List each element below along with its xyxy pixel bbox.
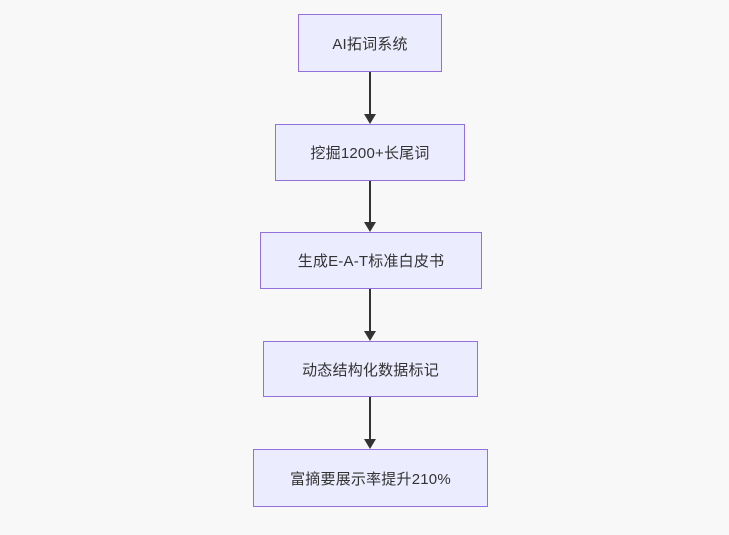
flow-connector-1 bbox=[363, 72, 377, 124]
flow-connector-4 bbox=[363, 397, 377, 449]
arrowhead-down-icon bbox=[364, 331, 376, 341]
connector-line bbox=[369, 289, 371, 332]
connector-line bbox=[369, 397, 371, 440]
flow-node-structured-data-markup: 动态结构化数据标记 bbox=[263, 341, 478, 397]
flow-node-ai-keyword-system: AI拓词系统 bbox=[298, 14, 442, 72]
flow-node-label: AI拓词系统 bbox=[332, 35, 408, 53]
flow-node-label: 挖掘1200+长尾词 bbox=[310, 145, 430, 162]
arrowhead-down-icon bbox=[364, 222, 376, 232]
arrowhead-down-icon bbox=[364, 114, 376, 124]
flow-node-label: 动态结构化数据标记 bbox=[302, 361, 439, 379]
flow-node-rich-snippet-result: 富摘要展示率提升210% bbox=[253, 449, 488, 507]
connector-line bbox=[369, 72, 371, 115]
arrowhead-down-icon bbox=[364, 439, 376, 449]
flow-node-longtail-mining: 挖掘1200+长尾词 bbox=[275, 124, 465, 181]
connector-line bbox=[369, 181, 371, 223]
flow-node-label: 富摘要展示率提升210% bbox=[290, 470, 451, 488]
flow-node-eat-whitepaper: 生成E-A-T标准白皮书 bbox=[260, 232, 482, 289]
flow-node-label: 生成E-A-T标准白皮书 bbox=[297, 253, 445, 270]
flow-connector-3 bbox=[363, 289, 377, 341]
flow-connector-2 bbox=[363, 181, 377, 232]
